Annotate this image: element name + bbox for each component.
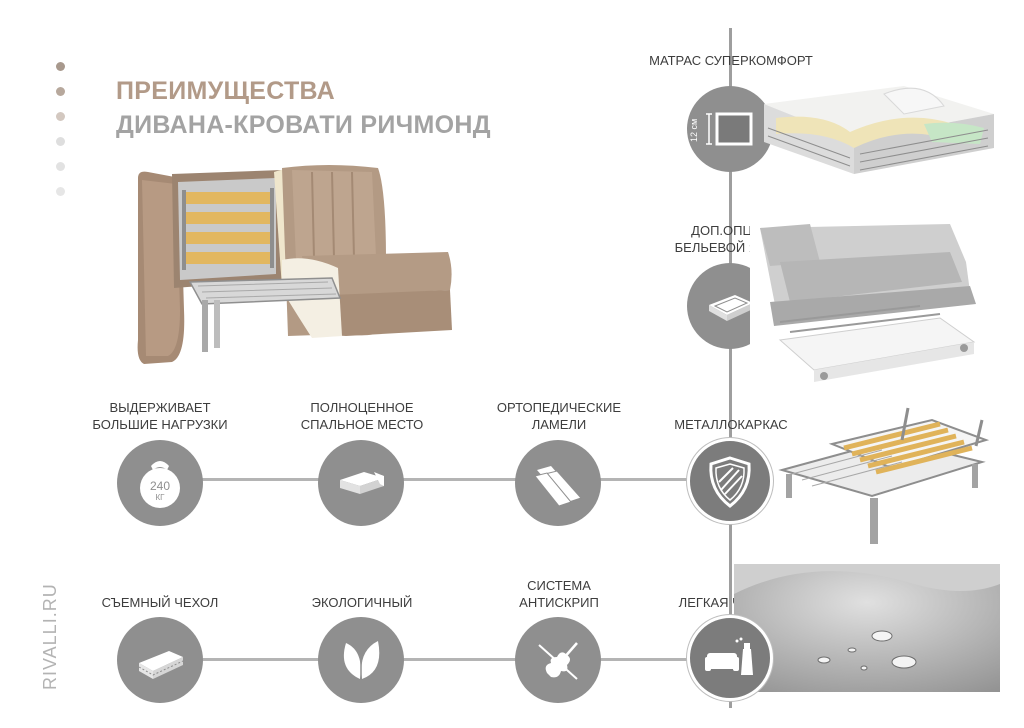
feature-label-slats: ОРТОПЕДИЧЕСКИЕ ЛАМЕЛИ (496, 400, 622, 432)
timeline-vertical-line (729, 28, 732, 708)
linen-box-photo (750, 222, 978, 388)
no-violin-icon (538, 642, 578, 680)
leaf-icon (343, 641, 380, 681)
sofa-spray-icon (705, 637, 753, 675)
feature-circle-metal-frame (687, 438, 773, 524)
weight-unit: КГ (156, 493, 166, 502)
dot (56, 112, 65, 121)
feature-label-antiskrip: СИСТЕМА АНТИСКРИП (519, 578, 599, 610)
feature-circle-load: 240 КГ (117, 440, 203, 526)
cover-icon (138, 651, 184, 679)
feature-label-mattress: МАТРАС СУПЕРКОМФОРТ (649, 53, 813, 68)
feature-circle-mattress (687, 86, 773, 172)
sofa-bed-photo (132, 160, 462, 370)
mattress-thickness-icon (706, 112, 753, 146)
connector-line-row2 (162, 658, 730, 661)
feature-label-metal-frame: МЕТАЛЛОКАРКАС (674, 417, 788, 432)
feature-circle-easy-clean (687, 615, 773, 701)
site-watermark: RIVALLI.RU (40, 583, 60, 690)
dot (56, 62, 65, 71)
title-line-1: ПРЕИМУЩЕСТВА (116, 77, 335, 105)
weight-value: 240 (150, 479, 170, 493)
feature-circle-eco (318, 617, 404, 703)
dot (56, 137, 65, 146)
fabric-water-photo (734, 564, 1000, 692)
mattress-photo (754, 84, 998, 186)
page-title: ПРЕИМУЩЕСТВА ДИВАНА-КРОВАТИ РИЧМОНД (116, 74, 491, 142)
mattress-dimension: 12 см (689, 118, 699, 142)
feature-label-cover: СЪЕМНЫЙ ЧЕХОЛ (101, 595, 219, 610)
bed-icon (340, 472, 384, 494)
shield-icon (709, 456, 751, 508)
kettlebell-icon: 240 КГ (140, 461, 180, 508)
metal-frame-photo (772, 400, 1000, 556)
slats-icon (534, 466, 582, 507)
connector-line-row1 (162, 478, 730, 481)
feature-label-load: ВЫДЕРЖИВАЕТ БОЛЬШИЕ НАГРУЗКИ (92, 400, 228, 432)
feature-circle-slats (515, 440, 601, 526)
dot (56, 162, 65, 171)
feature-label-eco: ЭКОЛОГИЧНЫЙ (311, 595, 413, 610)
linen-box-icon (709, 295, 753, 321)
dot (56, 187, 65, 196)
feature-circle-cover (117, 617, 203, 703)
feature-circle-antiskrip (515, 617, 601, 703)
feature-label-sleeping-place: ПОЛНОЦЕННОЕ СПАЛЬНОЕ МЕСТО (300, 400, 424, 432)
feature-circle-sleeping-place (318, 440, 404, 526)
title-line-2: ДИВАНА-КРОВАТИ РИЧМОНД (116, 111, 491, 139)
dot (56, 87, 65, 96)
